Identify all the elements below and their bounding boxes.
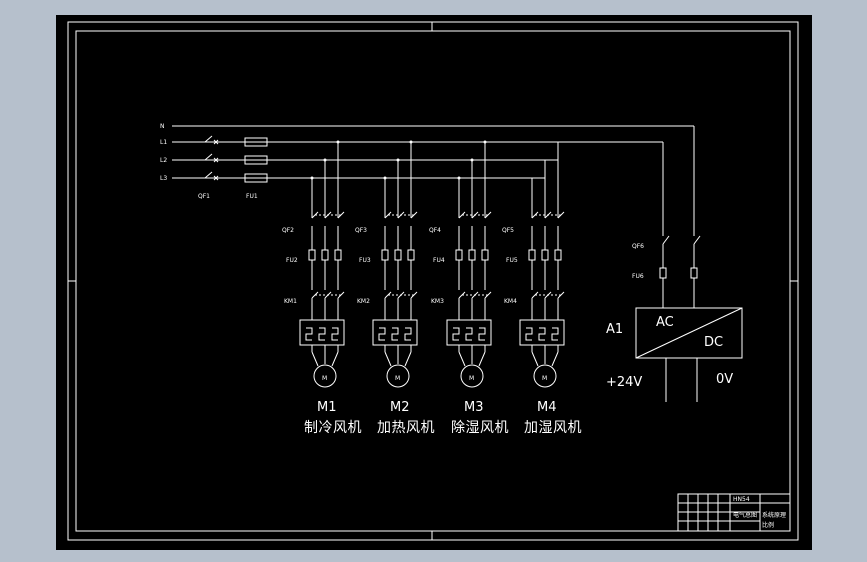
- label-qf1: QF1: [198, 193, 210, 200]
- label-breaker-1: QF2: [282, 227, 294, 234]
- label-n: N: [160, 123, 165, 130]
- branch-feeders: [311, 142, 559, 218]
- label-breaker-4: QF5: [502, 227, 514, 234]
- motor-branch-1: [299, 211, 345, 388]
- label-qf6: QF6: [632, 243, 644, 250]
- outer-border: [67, 21, 799, 541]
- label-motor-1: M1: [317, 400, 337, 415]
- label-l2: L2: [160, 157, 167, 164]
- label-a1: A1: [606, 322, 623, 337]
- motor-symbol: [386, 364, 410, 388]
- label-contactor-1: KM1: [284, 298, 297, 305]
- label-contactor-4: KM4: [504, 298, 517, 305]
- psu-branch: [659, 126, 701, 308]
- label-motor-4: M4: [537, 400, 557, 415]
- label-plus-24v: +24V: [606, 375, 642, 390]
- title-drawing-no: HN54: [733, 496, 750, 503]
- motor-branch-3: [446, 211, 492, 388]
- thermal-relay: [372, 319, 418, 346]
- label-breaker-2: QF3: [355, 227, 367, 234]
- label-fu6: FU6: [632, 273, 644, 280]
- motor-branch-2: [372, 211, 418, 388]
- label-dc: DC: [704, 335, 723, 350]
- motor-symbol: [460, 364, 484, 388]
- label-fuse-1: FU2: [286, 257, 298, 264]
- label-fu1: FU1: [246, 193, 258, 200]
- thermal-relay: [299, 319, 345, 346]
- label-motor-name-4: 加湿风机: [524, 420, 582, 436]
- label-fuse-3: FU4: [433, 257, 445, 264]
- motor-branch-4: [519, 211, 565, 388]
- motor-symbol-letter: M: [395, 375, 400, 382]
- motor-symbol-letter: M: [542, 375, 547, 382]
- label-breaker-3: QF4: [429, 227, 441, 234]
- label-l1: L1: [160, 139, 167, 146]
- thermal-relay: [519, 319, 565, 346]
- thermal-relay: [446, 319, 492, 346]
- drawing-sheet: [56, 15, 812, 550]
- title-unit: 电气总图: [733, 511, 757, 519]
- motor-symbol: [313, 364, 337, 388]
- motor-symbol-letter: M: [322, 375, 327, 382]
- label-motor-name-3: 除湿风机: [451, 420, 509, 436]
- label-0v: 0V: [716, 372, 733, 387]
- label-motor-3: M3: [464, 400, 484, 415]
- label-contactor-3: KM3: [431, 298, 444, 305]
- label-motor-name-2: 加热风机: [377, 420, 435, 436]
- ac-dc-converter: [635, 307, 743, 359]
- label-fuse-2: FU3: [359, 257, 371, 264]
- label-motor-name-1: 制冷风机: [304, 420, 362, 436]
- motor-symbol: [533, 364, 557, 388]
- title-sheet: 系统原理: [762, 511, 786, 519]
- title-block: [677, 493, 791, 532]
- label-motor-2: M2: [390, 400, 410, 415]
- label-fuse-4: FU5: [506, 257, 518, 264]
- title-scale: 比例: [762, 521, 774, 529]
- motor-symbol-letter: M: [469, 375, 474, 382]
- label-l3: L3: [160, 175, 167, 182]
- inner-border: [75, 30, 791, 532]
- label-ac: AC: [656, 315, 674, 330]
- main-fuse-fu1: [244, 137, 268, 183]
- main-breaker-qf1: [204, 135, 219, 181]
- label-contactor-2: KM2: [357, 298, 370, 305]
